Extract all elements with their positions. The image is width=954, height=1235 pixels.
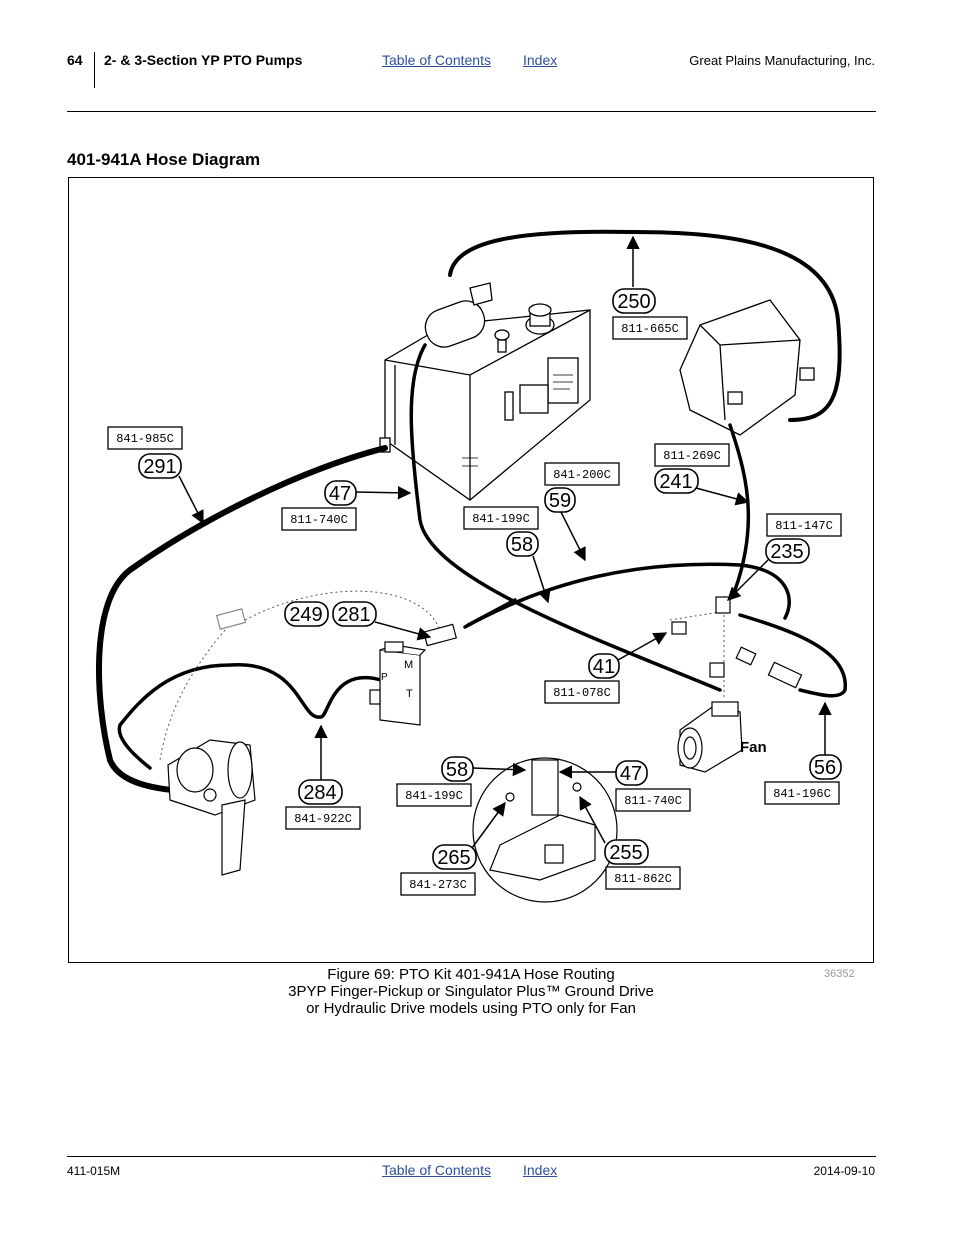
figure-id: 36352 [824, 968, 855, 980]
callout-47-inset: 47 [620, 763, 642, 785]
part-841-196c: 841-196C [773, 787, 831, 801]
valve-port-t: T [406, 688, 413, 700]
callout-58-inset: 58 [446, 759, 468, 781]
pto-pump [167, 739, 256, 876]
fan-motor [677, 701, 743, 773]
valve-port-m: M [404, 659, 413, 671]
figure-frame [68, 177, 874, 963]
part-841-273c: 841-273C [409, 878, 467, 892]
caption-line-2: 3PYP Finger-Pickup or Singulator Plus™ G… [288, 983, 654, 1000]
index-link[interactable]: Index [523, 52, 558, 68]
callout-255: 255 [609, 842, 642, 864]
valve-port-p: P [381, 672, 388, 683]
footer-toc-link[interactable]: Table of Contents [382, 1162, 491, 1178]
fan-label: Fan [740, 739, 767, 756]
header-rule [67, 111, 876, 112]
callout-284: 284 [303, 782, 336, 804]
section-title: 401-941A Hose Diagram [67, 150, 261, 169]
figure-caption: Figure 69: PTO Kit 401-941A Hose Routing… [0, 966, 942, 1017]
callout-249: 249 [289, 604, 322, 626]
part-811-740c-inset: 811-740C [624, 794, 682, 808]
callout-47: 47 [329, 483, 351, 505]
callout-41: 41 [593, 656, 615, 678]
footer-rule [67, 1156, 876, 1157]
callout-291: 291 [143, 456, 176, 478]
control-valve [215, 596, 803, 726]
callout-241: 241 [659, 471, 692, 493]
part-841-199c-inset: 841-199C [405, 789, 463, 803]
part-841-985c: 841-985C [116, 432, 174, 446]
part-811-147c: 811-147C [775, 519, 833, 533]
part-841-200c: 841-200C [553, 468, 611, 482]
doc-number: 411-015M [67, 1164, 121, 1178]
header-divider [94, 52, 95, 88]
part-841-199c: 841-199C [472, 512, 530, 526]
section-header-title: 2- & 3-Section YP PTO Pumps [104, 52, 303, 68]
hose-routing-diagram: 250 291 47 59 241 58 235 249 281 41 284 … [96, 229, 847, 903]
fan-housing [679, 299, 815, 436]
part-811-740c: 811-740C [290, 513, 348, 527]
page-number: 64 [67, 52, 83, 68]
part-811-862c: 811-862C [614, 872, 672, 886]
callout-59: 59 [549, 490, 571, 512]
hoses [96, 229, 847, 795]
company-name: Great Plains Manufacturing, Inc. [689, 53, 875, 68]
doc-date: 2014-09-10 [813, 1164, 875, 1178]
callout-250: 250 [617, 291, 650, 313]
part-811-665c: 811-665C [621, 322, 679, 336]
manifold-detail-inset [472, 757, 618, 903]
caption-line-3: or Hydraulic Drive models using PTO only… [306, 1000, 636, 1017]
part-numbers: 811-665C 841-985C 811-269C 841-200C 811-… [107, 316, 842, 896]
callout-56: 56 [814, 757, 836, 779]
part-841-922c: 841-922C [294, 812, 352, 826]
toc-link[interactable]: Table of Contents [382, 52, 491, 68]
callout-235: 235 [770, 541, 803, 563]
reservoir-tank [379, 282, 591, 501]
callouts: 250 291 47 59 241 58 235 249 281 41 284 … [138, 288, 842, 870]
callout-265: 265 [437, 847, 470, 869]
caption-line-1: Figure 69: PTO Kit 401-941A Hose Routing [327, 966, 615, 983]
part-811-078c: 811-078C [553, 686, 611, 700]
part-811-269c: 811-269C [663, 449, 721, 463]
callout-281: 281 [337, 604, 370, 626]
footer-index-link[interactable]: Index [523, 1162, 558, 1178]
callout-58: 58 [511, 534, 533, 556]
